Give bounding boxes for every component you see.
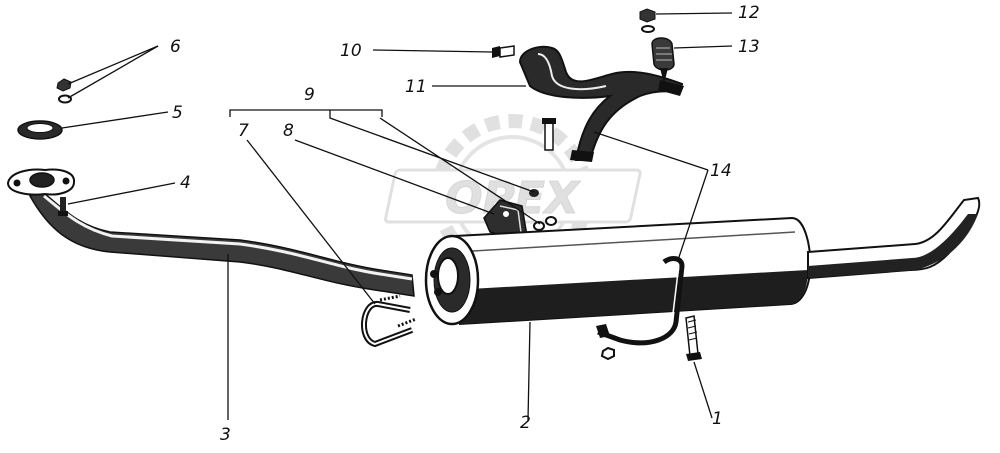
callout-3: 3 bbox=[220, 425, 231, 445]
part-6-nut-washer bbox=[56, 78, 72, 104]
callout-1: 1 bbox=[712, 409, 723, 429]
callout-7: 7 bbox=[238, 121, 249, 141]
strap-nut bbox=[600, 346, 615, 361]
callout-5: 5 bbox=[172, 103, 183, 123]
part-10-bolt bbox=[492, 45, 515, 58]
part-11-hanger-bracket bbox=[518, 45, 684, 162]
callout-9: 9 bbox=[304, 85, 315, 105]
watermark-text: OPEX bbox=[445, 173, 581, 224]
callout-6: 6 bbox=[170, 37, 181, 57]
callout-4: 4 bbox=[180, 173, 191, 193]
part-1-bolt bbox=[685, 315, 702, 361]
bracket-bolt bbox=[542, 118, 556, 151]
leader-lines bbox=[61, 12, 733, 421]
part-9-hardware bbox=[529, 189, 557, 231]
part-7-u-bolt bbox=[360, 294, 417, 348]
part-12-nut-washer bbox=[639, 8, 656, 33]
callout-2: 2 bbox=[520, 413, 531, 433]
muffler-strap bbox=[596, 256, 685, 346]
callout-12: 12 bbox=[738, 3, 760, 23]
callout-14: 14 bbox=[710, 161, 732, 181]
part-2-muffler bbox=[424, 196, 981, 326]
callout-8: 8 bbox=[283, 121, 294, 141]
callout-13: 13 bbox=[738, 37, 760, 57]
callout-10: 10 bbox=[340, 41, 362, 61]
part-3-front-pipe bbox=[6, 168, 415, 297]
part-13-rubber-cushion bbox=[651, 37, 675, 84]
callout-11: 11 bbox=[405, 77, 427, 97]
callout-labels: 1 2 3 4 5 6 7 8 9 10 11 12 13 14 bbox=[170, 3, 760, 445]
part-5-gasket bbox=[17, 120, 63, 140]
part-4-stud bbox=[58, 197, 68, 216]
